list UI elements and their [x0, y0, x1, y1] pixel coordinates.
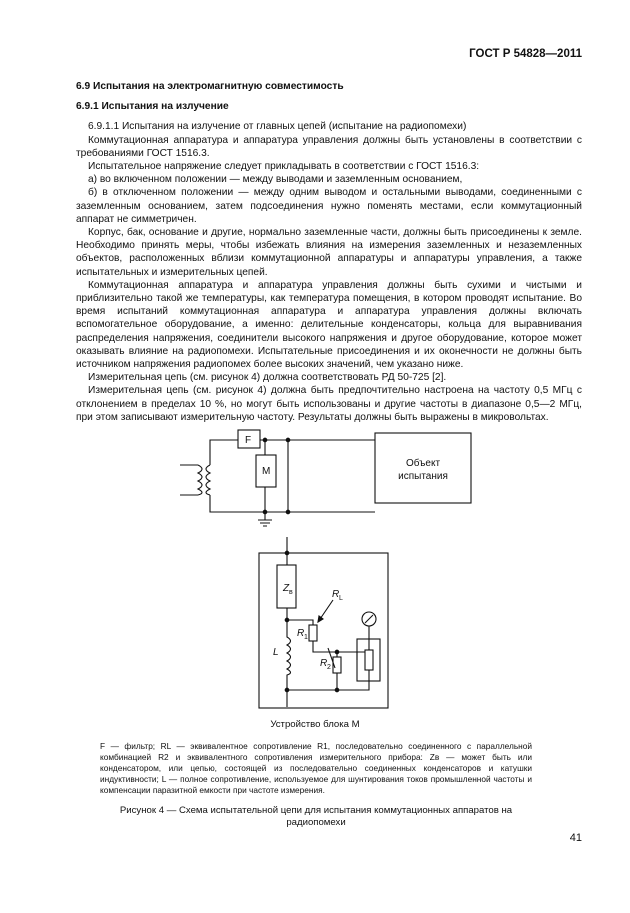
paragraph: Корпус, бак, основание и другие, нормаль…: [76, 227, 582, 278]
label-m: M: [262, 466, 270, 477]
primary-coil: [196, 464, 203, 496]
paragraph: 6.9.1.1 Испытания на излучение от главны…: [88, 121, 467, 133]
block-m-frame: [258, 552, 389, 709]
label-rl-sub: L: [339, 595, 343, 602]
label-l: L: [273, 647, 279, 658]
block-m-detail: [258, 537, 389, 709]
object-label-2: испытания: [398, 471, 448, 482]
list-item: б) в отключенном положении — между одним…: [76, 187, 582, 225]
m-block: [255, 454, 277, 488]
figure-caption: Рисунок 4 — Схема испытательной цепи для…: [119, 805, 513, 828]
paragraph: Коммутационная аппаратура и аппаратура у…: [76, 134, 582, 159]
label-r2: R: [320, 658, 327, 669]
resistor-r1: [308, 624, 318, 642]
label-f: F: [245, 435, 251, 446]
label-rl: R: [332, 589, 339, 600]
secondary-leads: [209, 439, 265, 513]
test-circuit-diagram: [180, 429, 472, 527]
label-r1: R: [297, 628, 304, 639]
figure-legend: F — фильтр; RL — эквивалентное сопротивл…: [100, 741, 532, 795]
list-item: а) во включенном положении — между вывод…: [88, 174, 463, 186]
paragraph: Испытательное напряжение следует приклад…: [88, 161, 480, 173]
block-m-caption: Устройство блока М: [270, 719, 360, 730]
object-label-1: Объект: [406, 457, 440, 469]
inductor-l: [285, 620, 292, 707]
paragraph: Измерительная цепь (см. рисунок 4) должн…: [76, 385, 582, 423]
subsection-heading: 6.9.1 Испытания на излучение: [76, 101, 229, 113]
label-r1-sub: 1: [304, 634, 308, 641]
r2-arrow: [327, 647, 336, 669]
paragraph: Коммутационная аппаратура и аппаратура у…: [76, 279, 582, 371]
label-z: Z: [282, 583, 290, 594]
page-number: 41: [569, 832, 582, 844]
paragraph: Измерительная цепь (см. рисунок 4) должн…: [88, 372, 447, 384]
label-r2-sub: 2: [327, 664, 331, 671]
secondary-coil: [205, 464, 212, 496]
object-under-test: [374, 432, 472, 504]
section-heading: 6.9 Испытания на электромагнитную совмес…: [76, 81, 344, 92]
section-content: 6.9 Испытания на электромагнитную совмес…: [76, 80, 582, 424]
document-id-header: ГОСТ Р 54828—2011: [469, 48, 582, 60]
filter-box: [237, 429, 261, 449]
primary-leads: [180, 464, 198, 496]
ground-symbol: [258, 512, 272, 527]
label-z-sub: в: [289, 589, 293, 596]
